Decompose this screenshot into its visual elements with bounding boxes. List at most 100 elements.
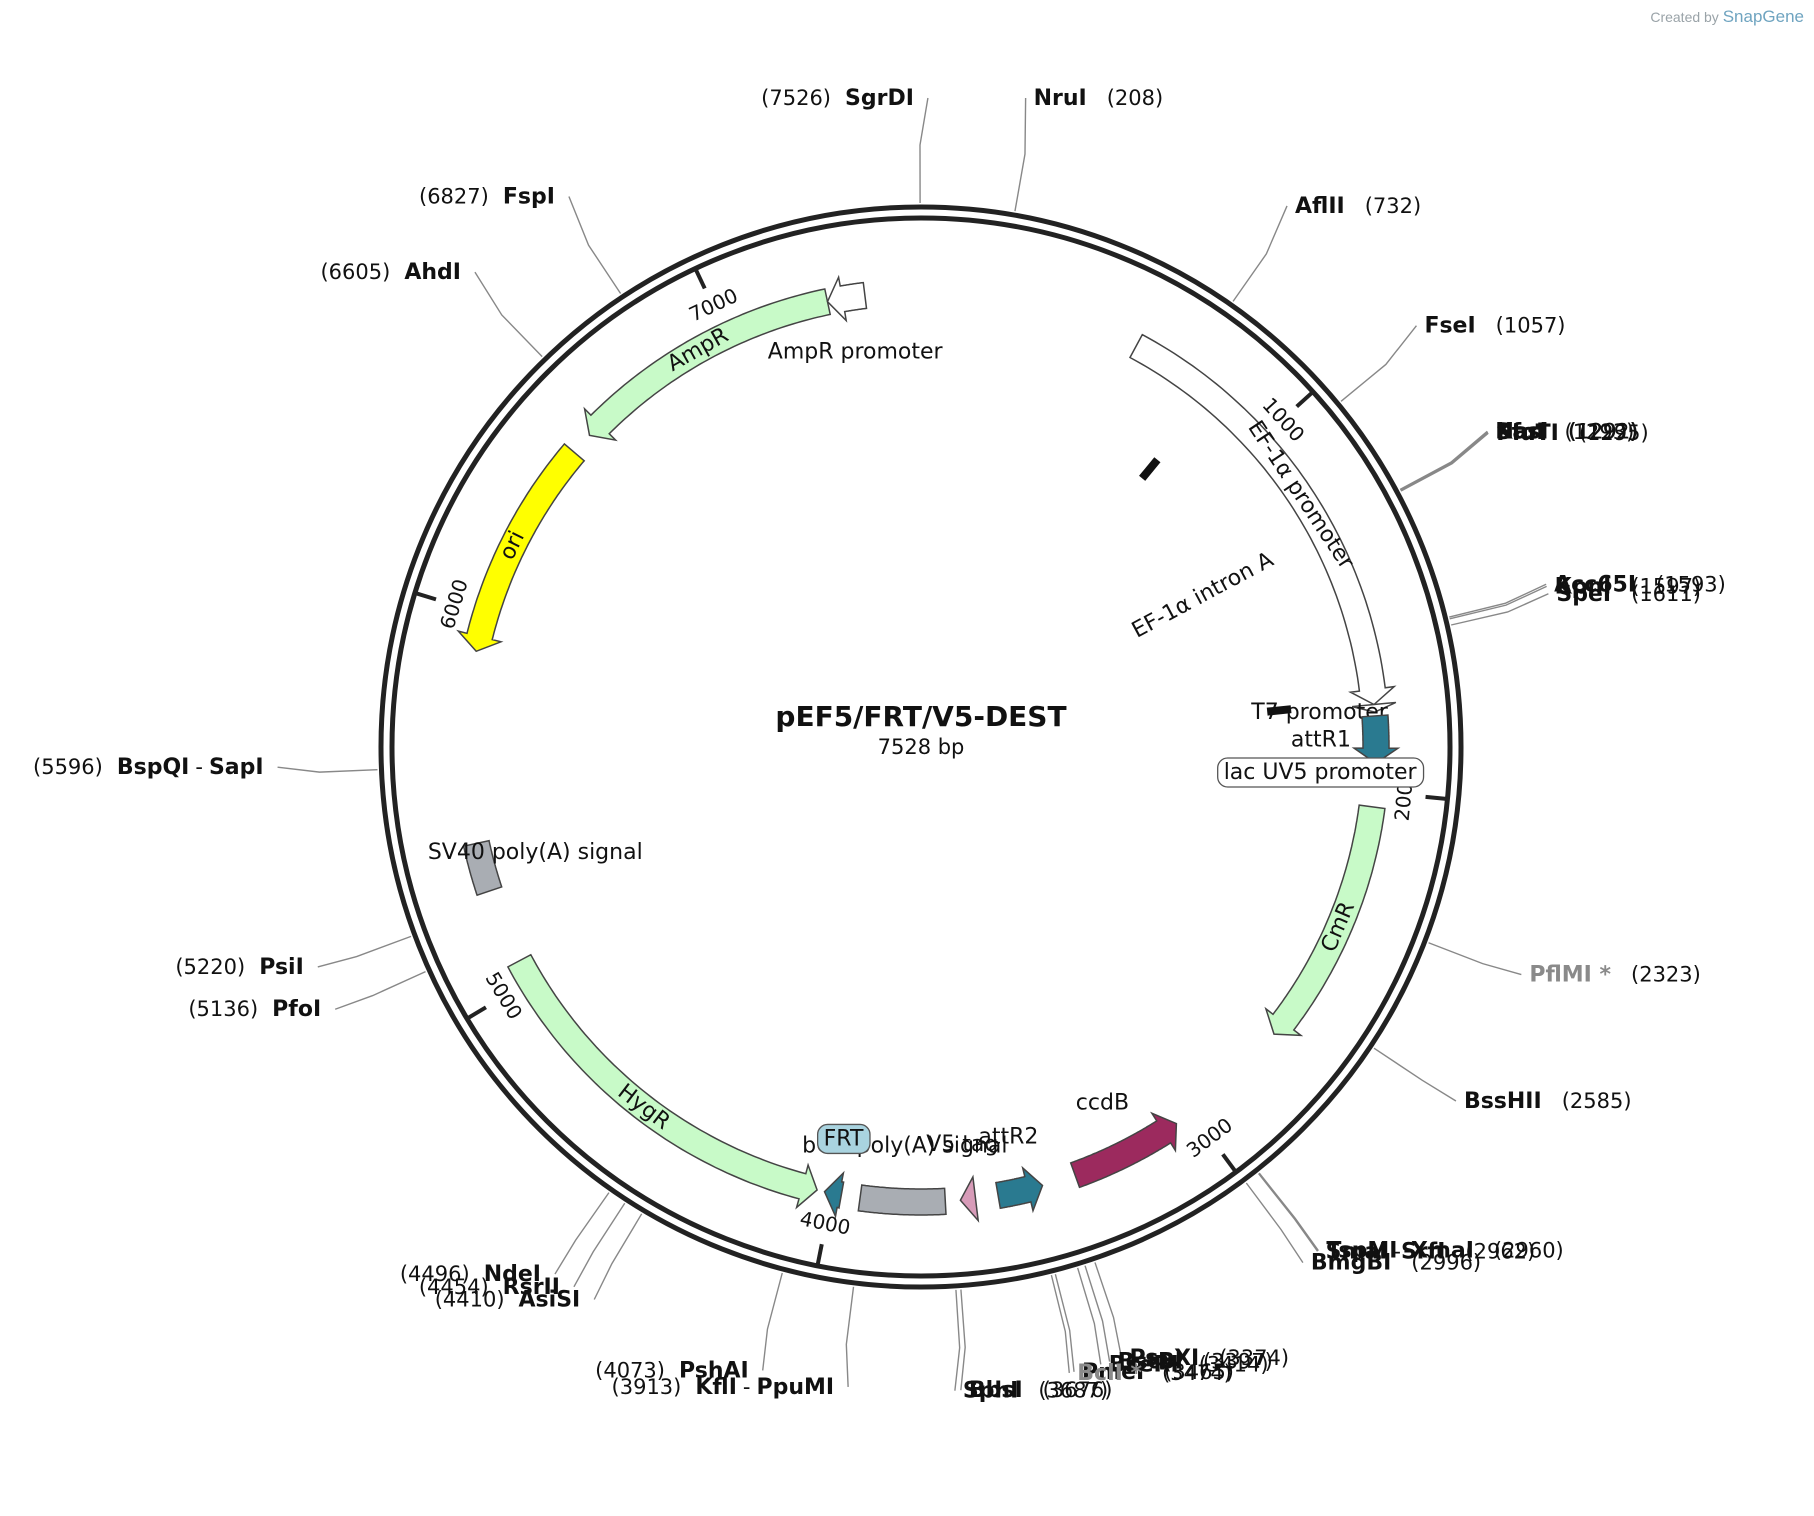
feature-label-ampr-promoter: AmpR promoter [768, 339, 944, 364]
site-leader-line [1428, 942, 1522, 976]
site-position: (5220) [175, 955, 245, 979]
site-position: (4454) [419, 1275, 489, 1299]
site-name: PspXI [1130, 1346, 1200, 1371]
site-leader-line [1400, 431, 1489, 491]
site-name: BssHII [1464, 1089, 1542, 1114]
site-separator: - [1403, 1239, 1411, 1263]
site-leader-line [554, 1192, 610, 1275]
tick-label: 3000 [1182, 1113, 1237, 1163]
site-position: (7526) [761, 86, 831, 110]
site-position: (1593) [1656, 572, 1726, 596]
site-name: PluTI [1496, 421, 1559, 446]
site-leader-line [1050, 1274, 1070, 1374]
site-name-secondary: SapI [209, 755, 264, 780]
snapgene-logo: SnapGene [1722, 7, 1804, 26]
feature-label-ccdb: ccdB [1076, 1090, 1129, 1115]
feature-cmr [1264, 804, 1386, 1037]
site-bsshii: BssHII (2585) [1464, 1089, 1632, 1114]
site-position: (1597) [1631, 574, 1701, 598]
site-position: (5596) [33, 755, 103, 779]
site-name: PfoI [272, 997, 321, 1022]
feature-label-sv40-poly-a-signal: SV40 poly(A) signal [428, 840, 643, 865]
site-leader-line [277, 766, 378, 773]
site-bstbi: BstBI(3397) [1118, 1350, 1273, 1375]
site-name: NruI [1034, 86, 1087, 111]
site-position: (2585) [1562, 1089, 1632, 1113]
site-leader-line [1258, 1173, 1319, 1252]
site-position: (2323) [1631, 963, 1701, 987]
site-pspxi: PspXI (3374) [1130, 1346, 1290, 1371]
feature-ampr-promoter [826, 274, 868, 323]
site-position: (732) [1365, 194, 1421, 218]
site-position: (6827) [419, 184, 489, 208]
site-ndei: NdeI(4496) [400, 1262, 541, 1287]
tick-mark [1425, 794, 1448, 802]
site-leader-line [1400, 432, 1489, 492]
tick-mark [1221, 1153, 1238, 1174]
site-asisi: AsiSI (4410) [435, 1288, 581, 1313]
feature-sv40-poly-a-signal [462, 839, 503, 897]
feature-label-attr2: attR2 [978, 1124, 1038, 1149]
site-leader-line [1084, 1265, 1111, 1362]
site-name: BseRI [1109, 1352, 1179, 1377]
site-kasi: KasI(1291) [1495, 419, 1638, 444]
site-position: (6605) [320, 260, 390, 284]
site-leader-line [1449, 583, 1547, 618]
site-name: AsiSI [519, 1288, 581, 1313]
site-smai: SmaI - SrfI(2962) [1326, 1239, 1536, 1264]
site-name: FspI [503, 184, 555, 209]
site-name: PmeI [1082, 1360, 1144, 1385]
feature-label-ampr: AmpR [663, 323, 733, 377]
site-kfli: KflI - PpuMI(3913) [612, 1375, 835, 1400]
site-position: (3913) [612, 1375, 682, 1399]
site-pshai: PshAI(4073) [595, 1358, 749, 1383]
site-name: PshAI [679, 1358, 749, 1383]
feature-label-attr1: attR1 [1291, 727, 1351, 752]
feature-ccdb [1069, 1111, 1178, 1189]
site-aflii: AflII (732) [1295, 194, 1421, 219]
site-position: (3397) [1203, 1350, 1273, 1374]
site-leader-line [1094, 1262, 1123, 1358]
site-position: (3474) [1162, 1361, 1232, 1385]
site-name: BbsI [969, 1378, 1023, 1403]
site-name: KpnI [1555, 574, 1612, 599]
site-leader-line [845, 1286, 855, 1387]
site-sphi: SphI(3687) [963, 1379, 1108, 1404]
site-name: KflI [695, 1375, 737, 1400]
site-pmei: PmeI(3465) [1082, 1360, 1234, 1385]
site-leader-line [1340, 325, 1417, 402]
plasmid-size: 7528 bp [878, 735, 965, 759]
site-leader-line [568, 196, 622, 294]
site-name: FseI [1424, 314, 1475, 339]
site-bseri: BseRI(3414) [1109, 1352, 1269, 1377]
site-position: (1611) [1631, 582, 1701, 606]
site-position: (2962) [1465, 1239, 1535, 1263]
feature-label-ef-1-intron-a: EF-1α intron A [1128, 547, 1278, 643]
site-name: RsrII [503, 1275, 560, 1300]
site-leader-line [954, 1289, 961, 1391]
site-pfoi: PfoI(5136) [188, 997, 321, 1022]
site-position: (4410) [435, 1288, 505, 1312]
site-fspi: FspI (6827) [419, 184, 555, 209]
site-bspqi: BspQI - SapI(5596) [33, 755, 264, 780]
tick-mark [815, 1243, 824, 1267]
site-position: (4496) [400, 1262, 470, 1286]
site-position: (2960) [1494, 1239, 1564, 1263]
sites-layer: SgrDI(7526)NruI(208)AflII(732)FseI(1057)… [33, 86, 1726, 1404]
site-nari: NarI(1292) [1496, 420, 1638, 445]
site-sfoi: SfoI(1293) [1496, 420, 1635, 445]
site-name: BclI * [1077, 1361, 1142, 1386]
site-name: Acc65I [1554, 572, 1636, 597]
site-position: (3374) [1219, 1346, 1289, 1370]
site-leader-line [1054, 1273, 1075, 1372]
plasmid-name: pEF5/FRT/V5-DEST [775, 700, 1066, 733]
tick-label: 4000 [798, 1206, 853, 1239]
site-leader-line [1245, 1182, 1304, 1263]
site-name: AflII [1295, 194, 1345, 219]
site-separator: - [1393, 1239, 1401, 1263]
site-leader-line [1232, 205, 1288, 302]
site-separator: - [195, 755, 203, 779]
site-position: (1292) [1568, 420, 1638, 444]
site-leader-line [317, 935, 412, 968]
